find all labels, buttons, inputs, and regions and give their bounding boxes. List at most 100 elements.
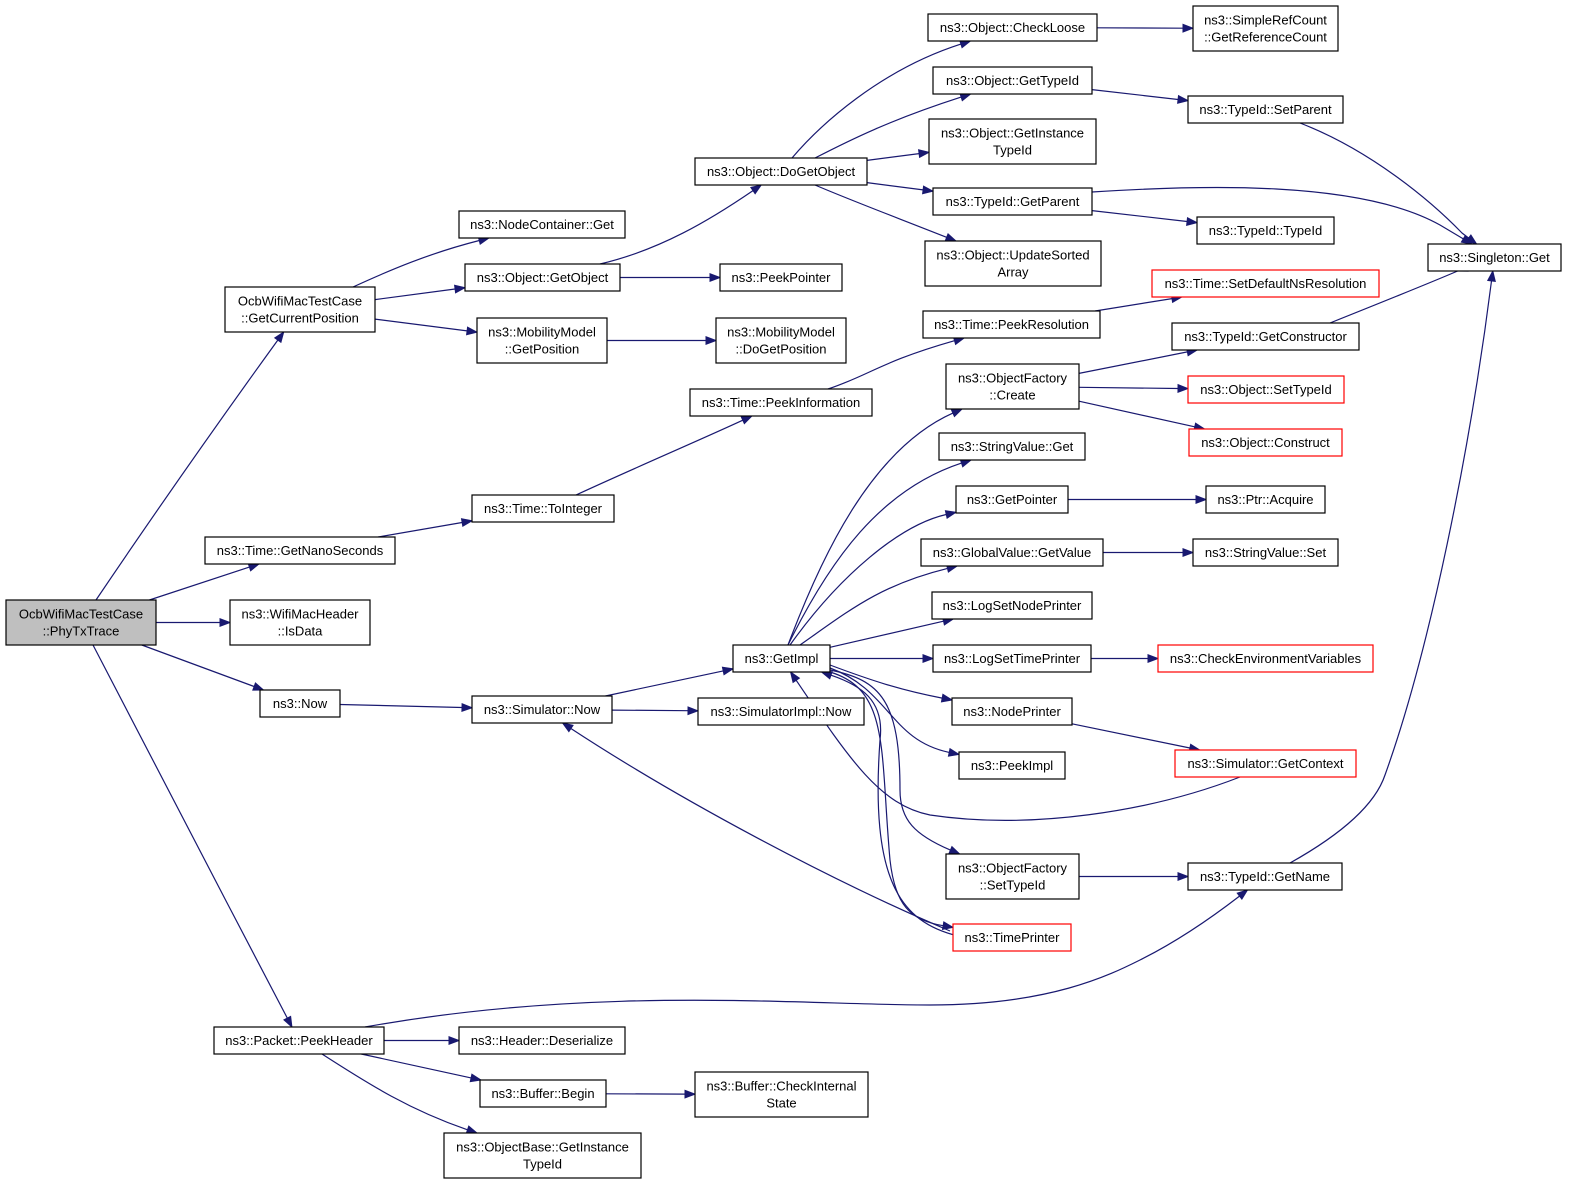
arrowhead-icon <box>1460 234 1474 245</box>
node-simulatornow[interactable]: ns3::Simulator::Now <box>471 695 613 724</box>
node-typeidgetname[interactable]: ns3::TypeId::GetName <box>1187 862 1343 891</box>
node-dogetposition[interactable]: ns3::MobilityModel::DoGetPosition <box>715 317 847 364</box>
node-box <box>224 286 376 333</box>
node-peekinformation[interactable]: ns3::Time::PeekInformation <box>689 388 873 417</box>
node-label: ns3::PeekImpl <box>971 758 1053 773</box>
node-phytxtrace[interactable]: OcbWifiMacTestCase::PhyTxTrace <box>5 599 157 646</box>
node-tointeger[interactable]: ns3::Time::ToInteger <box>471 494 615 523</box>
node-objectfactorysettypeid[interactable]: ns3::ObjectFactory::SetTypeId <box>945 853 1080 900</box>
node-getcontext[interactable]: ns3::Simulator::GetContext <box>1174 749 1357 778</box>
edge-line <box>814 184 947 238</box>
node-bufferbegin[interactable]: ns3::Buffer::Begin <box>479 1079 607 1108</box>
edge-globalvaluegetvalue-to-stringvalueset <box>1103 547 1195 558</box>
node-peekresolution[interactable]: ns3::Time::PeekResolution <box>922 310 1101 339</box>
node-getconstructor[interactable]: ns3::TypeId::GetConstructor <box>1171 322 1360 351</box>
edge-getcontext-to-getimpl <box>789 670 1241 821</box>
node-label: ns3::NodeContainer::Get <box>470 217 614 232</box>
node-label: ns3::Object::GetObject <box>477 270 609 285</box>
node-stringvalueset[interactable]: ns3::StringValue::Set <box>1192 538 1339 567</box>
node-globalvaluegetvalue[interactable]: ns3::GlobalValue::GetValue <box>920 538 1104 567</box>
node-label: ns3::NodePrinter <box>963 704 1061 719</box>
node-box <box>1151 269 1380 298</box>
node-label: ns3::Object::GetTypeId <box>946 73 1079 88</box>
arrowhead-icon <box>1147 653 1160 664</box>
node-getobject[interactable]: ns3::Object::GetObject <box>464 263 621 292</box>
node-logsettimeprinter[interactable]: ns3::LogSetTimePrinter <box>932 644 1092 673</box>
arrowhead-icon <box>561 722 574 733</box>
node-checkenvironmentvariables[interactable]: ns3::CheckEnvironmentVariables <box>1157 644 1374 673</box>
edge-line <box>374 288 456 301</box>
node-ptracquire[interactable]: ns3::Ptr::Acquire <box>1205 485 1326 514</box>
node-box <box>213 1026 385 1055</box>
node-getreferencecount[interactable]: ns3::SimpleRefCount::GetReferenceCount <box>1192 5 1339 52</box>
edge-getcurrentposition-to-getobject <box>374 284 467 301</box>
node-typeidsetparent[interactable]: ns3::TypeId::SetParent <box>1187 95 1344 124</box>
node-label: ns3::WifiMacHeader <box>241 607 359 622</box>
edge-line <box>361 1053 472 1079</box>
node-logsetnodeprinter[interactable]: ns3::LogSetNodePrinter <box>931 591 1093 620</box>
node-simulatorimplnow[interactable]: ns3::SimulatorImpl::Now <box>697 697 865 726</box>
node-label: ns3::GetImpl <box>745 651 819 666</box>
node-label: ns3::TimePrinter <box>965 930 1061 945</box>
node-box <box>1174 749 1357 778</box>
arrowhead-icon <box>687 706 700 716</box>
node-dogetobject[interactable]: ns3::Object::DoGetObject <box>694 157 868 186</box>
node-timeprinter[interactable]: ns3::TimePrinter <box>952 923 1072 952</box>
node-singletonget[interactable]: ns3::Singleton::Get <box>1427 243 1562 272</box>
arrowhead-icon <box>461 702 474 713</box>
node-label: ns3::SimpleRefCount <box>1204 13 1327 28</box>
node-typeidtypeid[interactable]: ns3::TypeId::TypeId <box>1196 216 1335 245</box>
edge-phytxtrace-to-peekheader <box>92 644 293 1029</box>
node-box <box>1205 485 1326 514</box>
node-box <box>955 485 1069 514</box>
node-label: Array <box>997 265 1029 280</box>
node-peekheader[interactable]: ns3::Packet::PeekHeader <box>213 1026 385 1055</box>
node-label: ns3::Buffer::CheckInternal <box>706 1079 856 1094</box>
arrowhead-icon <box>947 747 961 757</box>
node-nodecontainerget[interactable]: ns3::NodeContainer::Get <box>458 210 626 239</box>
node-objectfactorycreate[interactable]: ns3::ObjectFactory::Create <box>945 363 1080 410</box>
node-getimpl[interactable]: ns3::GetImpl <box>732 644 831 673</box>
node-objectsettypeid[interactable]: ns3::Object::SetTypeId <box>1187 375 1345 404</box>
node-getcurrentposition[interactable]: OcbWifiMacTestCase::GetCurrentPosition <box>224 286 376 333</box>
node-getnanoseconds[interactable]: ns3::Time::GetNanoSeconds <box>204 536 396 565</box>
node-objectconstruct[interactable]: ns3::Object::Construct <box>1188 428 1343 457</box>
node-checkloose[interactable]: ns3::Object::CheckLoose <box>927 13 1098 42</box>
node-label: ns3::MobilityModel <box>727 325 835 340</box>
node-label: ns3::Object::UpdateSorted <box>936 248 1089 263</box>
edge-line <box>866 182 924 191</box>
node-isdata[interactable]: ns3::WifiMacHeader::IsData <box>229 599 371 646</box>
arrowhead-icon <box>944 232 958 242</box>
edge-checkloose-to-getreferencecount <box>1096 23 1195 33</box>
node-label: ::GetReferenceCount <box>1204 30 1327 45</box>
node-stringvalueget[interactable]: ns3::StringValue::Get <box>938 432 1086 461</box>
node-objectgettypeid[interactable]: ns3::Object::GetTypeId <box>932 66 1093 95</box>
node-box <box>471 695 613 724</box>
edge-line <box>829 620 944 648</box>
edge-line <box>830 674 959 937</box>
edge-typeidgetparent-to-singletonget <box>1091 186 1474 245</box>
node-label: ns3::Header::Deserialize <box>471 1033 613 1048</box>
node-label: ns3::ObjectFactory <box>958 371 1068 386</box>
edge-phytxtrace-to-getnanoseconds <box>149 562 261 601</box>
node-deserialize[interactable]: ns3::Header::Deserialize <box>458 1026 626 1055</box>
node-getpointer[interactable]: ns3::GetPointer <box>955 485 1069 514</box>
edge-line <box>339 703 463 709</box>
node-label: ::PhyTxTrace <box>43 624 120 639</box>
node-setdefaultnsresolution[interactable]: ns3::Time::SetDefaultNsResolution <box>1151 269 1380 298</box>
node-peekpointer[interactable]: ns3::PeekPointer <box>719 263 843 292</box>
node-now[interactable]: ns3::Now <box>259 689 341 718</box>
node-nodeprinter[interactable]: ns3::NodePrinter <box>951 697 1073 726</box>
node-mobilitygetposition[interactable]: ns3::MobilityModel::GetPosition <box>476 317 608 364</box>
node-box <box>924 240 1102 287</box>
arrowhead-icon <box>252 682 265 691</box>
node-typeidgetparent[interactable]: ns3::TypeId::GetParent <box>932 187 1093 216</box>
node-label: TypeId <box>523 1157 562 1172</box>
node-peekimpl[interactable]: ns3::PeekImpl <box>958 751 1066 780</box>
edge-line <box>1095 298 1173 312</box>
node-label: ns3::Time::GetNanoSeconds <box>217 543 384 558</box>
